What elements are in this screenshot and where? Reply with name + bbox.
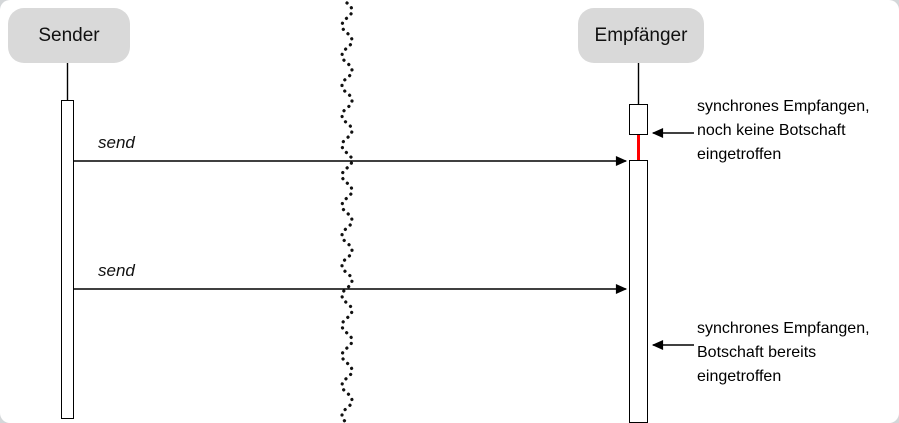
- annotation-line: synchrones Empfangen,: [697, 98, 870, 115]
- receiver-wait-activation-box: [629, 104, 648, 135]
- annotation-line: eingetroffen: [697, 368, 782, 385]
- message-label-2: send: [98, 261, 135, 280]
- annotation-line: noch keine Botschaft: [697, 122, 846, 139]
- actor-label-sender: Sender: [38, 24, 100, 46]
- receiver-activation-bar: [629, 160, 648, 423]
- message-label-1: send: [98, 133, 135, 152]
- annotation-line: Botschaft bereits: [697, 344, 817, 361]
- actor-box-sender: Sender: [8, 8, 130, 63]
- actor-box-empfaenger: Empfänger: [578, 8, 704, 63]
- annotation-text-1: synchrones Empfangen, noch keine Botscha…: [697, 95, 870, 167]
- annotation-line: synchrones Empfangen,: [697, 320, 870, 337]
- annotation-line: eingetroffen: [697, 146, 782, 163]
- separator-wave: [340, 1, 354, 423]
- annotation-text-2: synchrones Empfangen, Botschaft bereits …: [697, 317, 870, 389]
- actor-label-empfaenger: Empfänger: [594, 24, 688, 46]
- sender-activation-bar: [61, 100, 74, 419]
